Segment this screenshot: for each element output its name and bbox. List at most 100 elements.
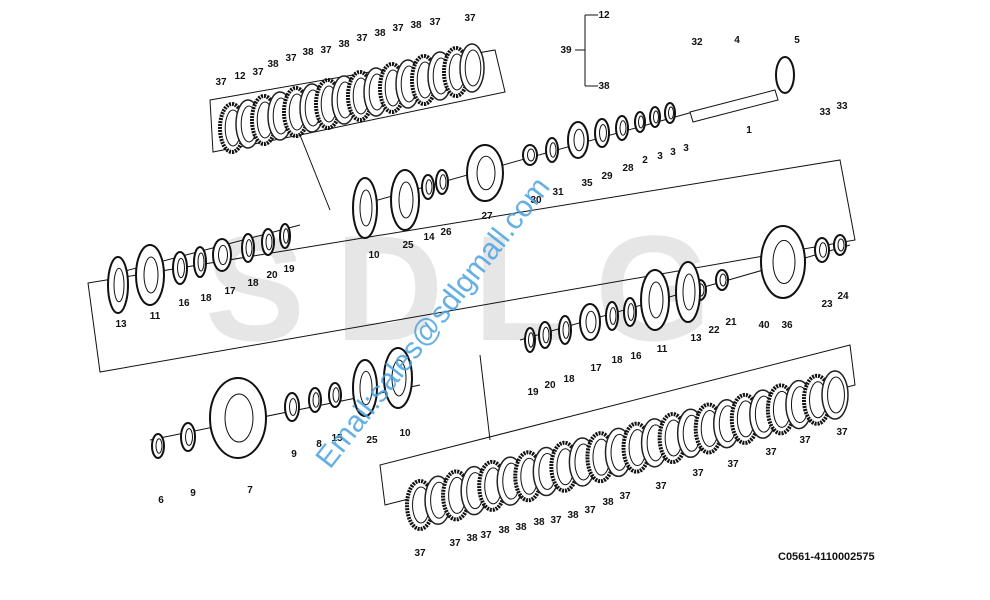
part-number-callout: 38 [374, 28, 386, 39]
part-number-callout: 8 [316, 439, 322, 450]
component-bore [391, 359, 407, 397]
component-bore [648, 281, 664, 319]
part-number-callout: 37 [215, 77, 227, 88]
part-number-callout: 20 [544, 380, 556, 391]
component [640, 269, 670, 331]
component [383, 347, 413, 409]
component-bore [542, 326, 550, 344]
part-number-callout: 32 [691, 37, 703, 48]
part-number-callout: 38 [567, 510, 579, 521]
part-number-callout: 37 [392, 23, 404, 34]
part-number-callout: 37 [655, 481, 667, 492]
part-number-callout: 23 [821, 299, 833, 310]
part-number-callout: 37 [285, 53, 297, 64]
part-number-callout: 13 [690, 333, 702, 344]
part-number-callout: 29 [601, 171, 613, 182]
component-bore [562, 321, 570, 339]
component [390, 169, 420, 231]
part-number-callout: 38 [302, 47, 314, 58]
component-bore [218, 244, 228, 266]
part-number-callout: 40 [758, 320, 770, 331]
bottom-pack-frame [379, 344, 856, 506]
drawing-code: C0561-4110002575 [778, 551, 875, 563]
part-number-callout: 37 [414, 548, 426, 559]
part-number-callout: 17 [224, 286, 236, 297]
part-number-callout: 11 [657, 344, 668, 355]
part-number-callout: 37 [619, 491, 631, 502]
component-bore [573, 128, 585, 152]
part-number-callout: 3 [670, 147, 676, 158]
part-number-callout: 37 [727, 459, 739, 470]
part-number-callout: 38 [338, 39, 350, 50]
component-bore [224, 393, 254, 443]
part-number-callout: 38 [602, 497, 614, 508]
part-number-callout: 25 [366, 435, 378, 446]
part-number-callout: 13 [115, 319, 127, 330]
component-bore [772, 239, 796, 285]
part-number-callout: 38 [498, 525, 510, 536]
part-number-callout: 2 [642, 155, 648, 166]
component [209, 377, 267, 459]
part-number-callout: 35 [581, 178, 593, 189]
component-bore [177, 257, 185, 279]
part-number-callout: 3 [683, 143, 689, 154]
part-number-callout: 10 [368, 250, 380, 261]
part-number-callout: 37 [836, 427, 848, 438]
component [466, 144, 504, 202]
component-bore [113, 267, 125, 303]
component-bore [197, 252, 205, 272]
clutch-disc-inner [464, 49, 482, 87]
part-number-callout: 36 [781, 320, 793, 331]
part-number-callout: 7 [247, 485, 253, 496]
component-bore [312, 392, 320, 408]
part-number-callout: 16 [630, 351, 642, 362]
part-number-callout: 38 [410, 20, 422, 31]
part-number-callout: 37 [692, 468, 704, 479]
part-number-callout: 3 [657, 151, 663, 162]
component-bore [837, 238, 845, 252]
part-number-callout: 5 [794, 35, 800, 46]
component [352, 177, 378, 239]
part-number-callout: 37 [550, 515, 562, 526]
part-number-callout: 22 [708, 325, 720, 336]
part-number-callout: 33 [819, 107, 831, 118]
component [212, 238, 232, 272]
part-number-callout: 37 [429, 17, 441, 28]
part-number-callout: 37 [464, 13, 476, 24]
part-number-callout: 37 [252, 67, 264, 78]
component-bore [359, 189, 373, 227]
part-number-callout: 30 [530, 195, 542, 206]
bracket-group-label: 39 [560, 45, 572, 56]
component [352, 359, 378, 417]
part-number-callout: 9 [190, 488, 196, 499]
part-number-callout: 37 [765, 447, 777, 458]
part-number-callout: 19 [283, 264, 295, 275]
part-number-callout: 31 [552, 187, 564, 198]
component [135, 244, 165, 306]
part-number-callout: 18 [200, 293, 212, 304]
component-bore [185, 428, 193, 446]
component [760, 225, 806, 299]
component [567, 121, 589, 159]
part-number-callout: 25 [402, 240, 414, 251]
component-bore [719, 273, 727, 287]
component-bore [627, 303, 635, 321]
group-bracket: 12 39 38 [560, 10, 610, 92]
component-bore [245, 239, 253, 257]
component-bore [682, 273, 696, 311]
part-number-callout: 38 [515, 522, 527, 533]
component-bore [476, 155, 496, 191]
part-number-callout: 14 [423, 232, 435, 243]
part-number-callout: 37 [799, 435, 811, 446]
part-number-callout: 1 [746, 125, 752, 136]
part-number-callout: 28 [622, 163, 634, 174]
component-bore [265, 233, 273, 251]
clutch-disc-inner [827, 376, 845, 414]
part-number-callout: 37 [480, 530, 492, 541]
part-number-callout: 18 [611, 355, 623, 366]
part-number-callout: 16 [178, 298, 190, 309]
component-bore [527, 148, 535, 162]
component-bore [638, 115, 644, 129]
